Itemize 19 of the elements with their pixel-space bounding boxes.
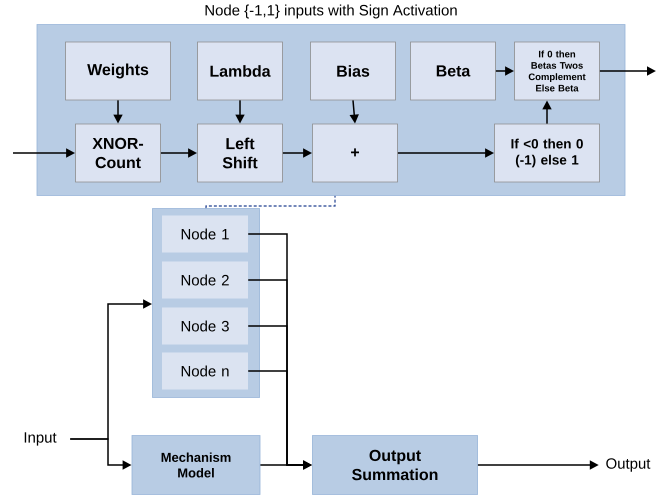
process-box: Left Shift: [197, 124, 283, 182]
input-label: Input: [24, 432, 57, 446]
process-box: Weights: [65, 42, 171, 100]
process-box: If 0 then Betas Twos Complement Else Beta: [514, 42, 600, 100]
node-box: Node 3: [162, 307, 248, 344]
process-box: Beta: [410, 42, 496, 100]
process-box: Output Summation: [312, 435, 478, 495]
process-box: Lambda: [197, 42, 283, 100]
panel-title: Node {-1,1} inputs with Sign Activation: [206, 4, 457, 18]
process-box: Bias: [310, 42, 396, 100]
output-label: Output: [606, 458, 650, 472]
connector-line: [205, 196, 336, 208]
node-box: Node 1: [162, 215, 248, 252]
process-box: If <0 then 0 (-1) else 1: [494, 124, 600, 182]
process-box: XNOR-Count: [75, 124, 161, 182]
process-box: Mechanism Model: [132, 435, 260, 495]
process-box: +: [312, 124, 398, 182]
node-box: Node 2: [162, 261, 248, 298]
node-box: Node n: [162, 352, 248, 390]
